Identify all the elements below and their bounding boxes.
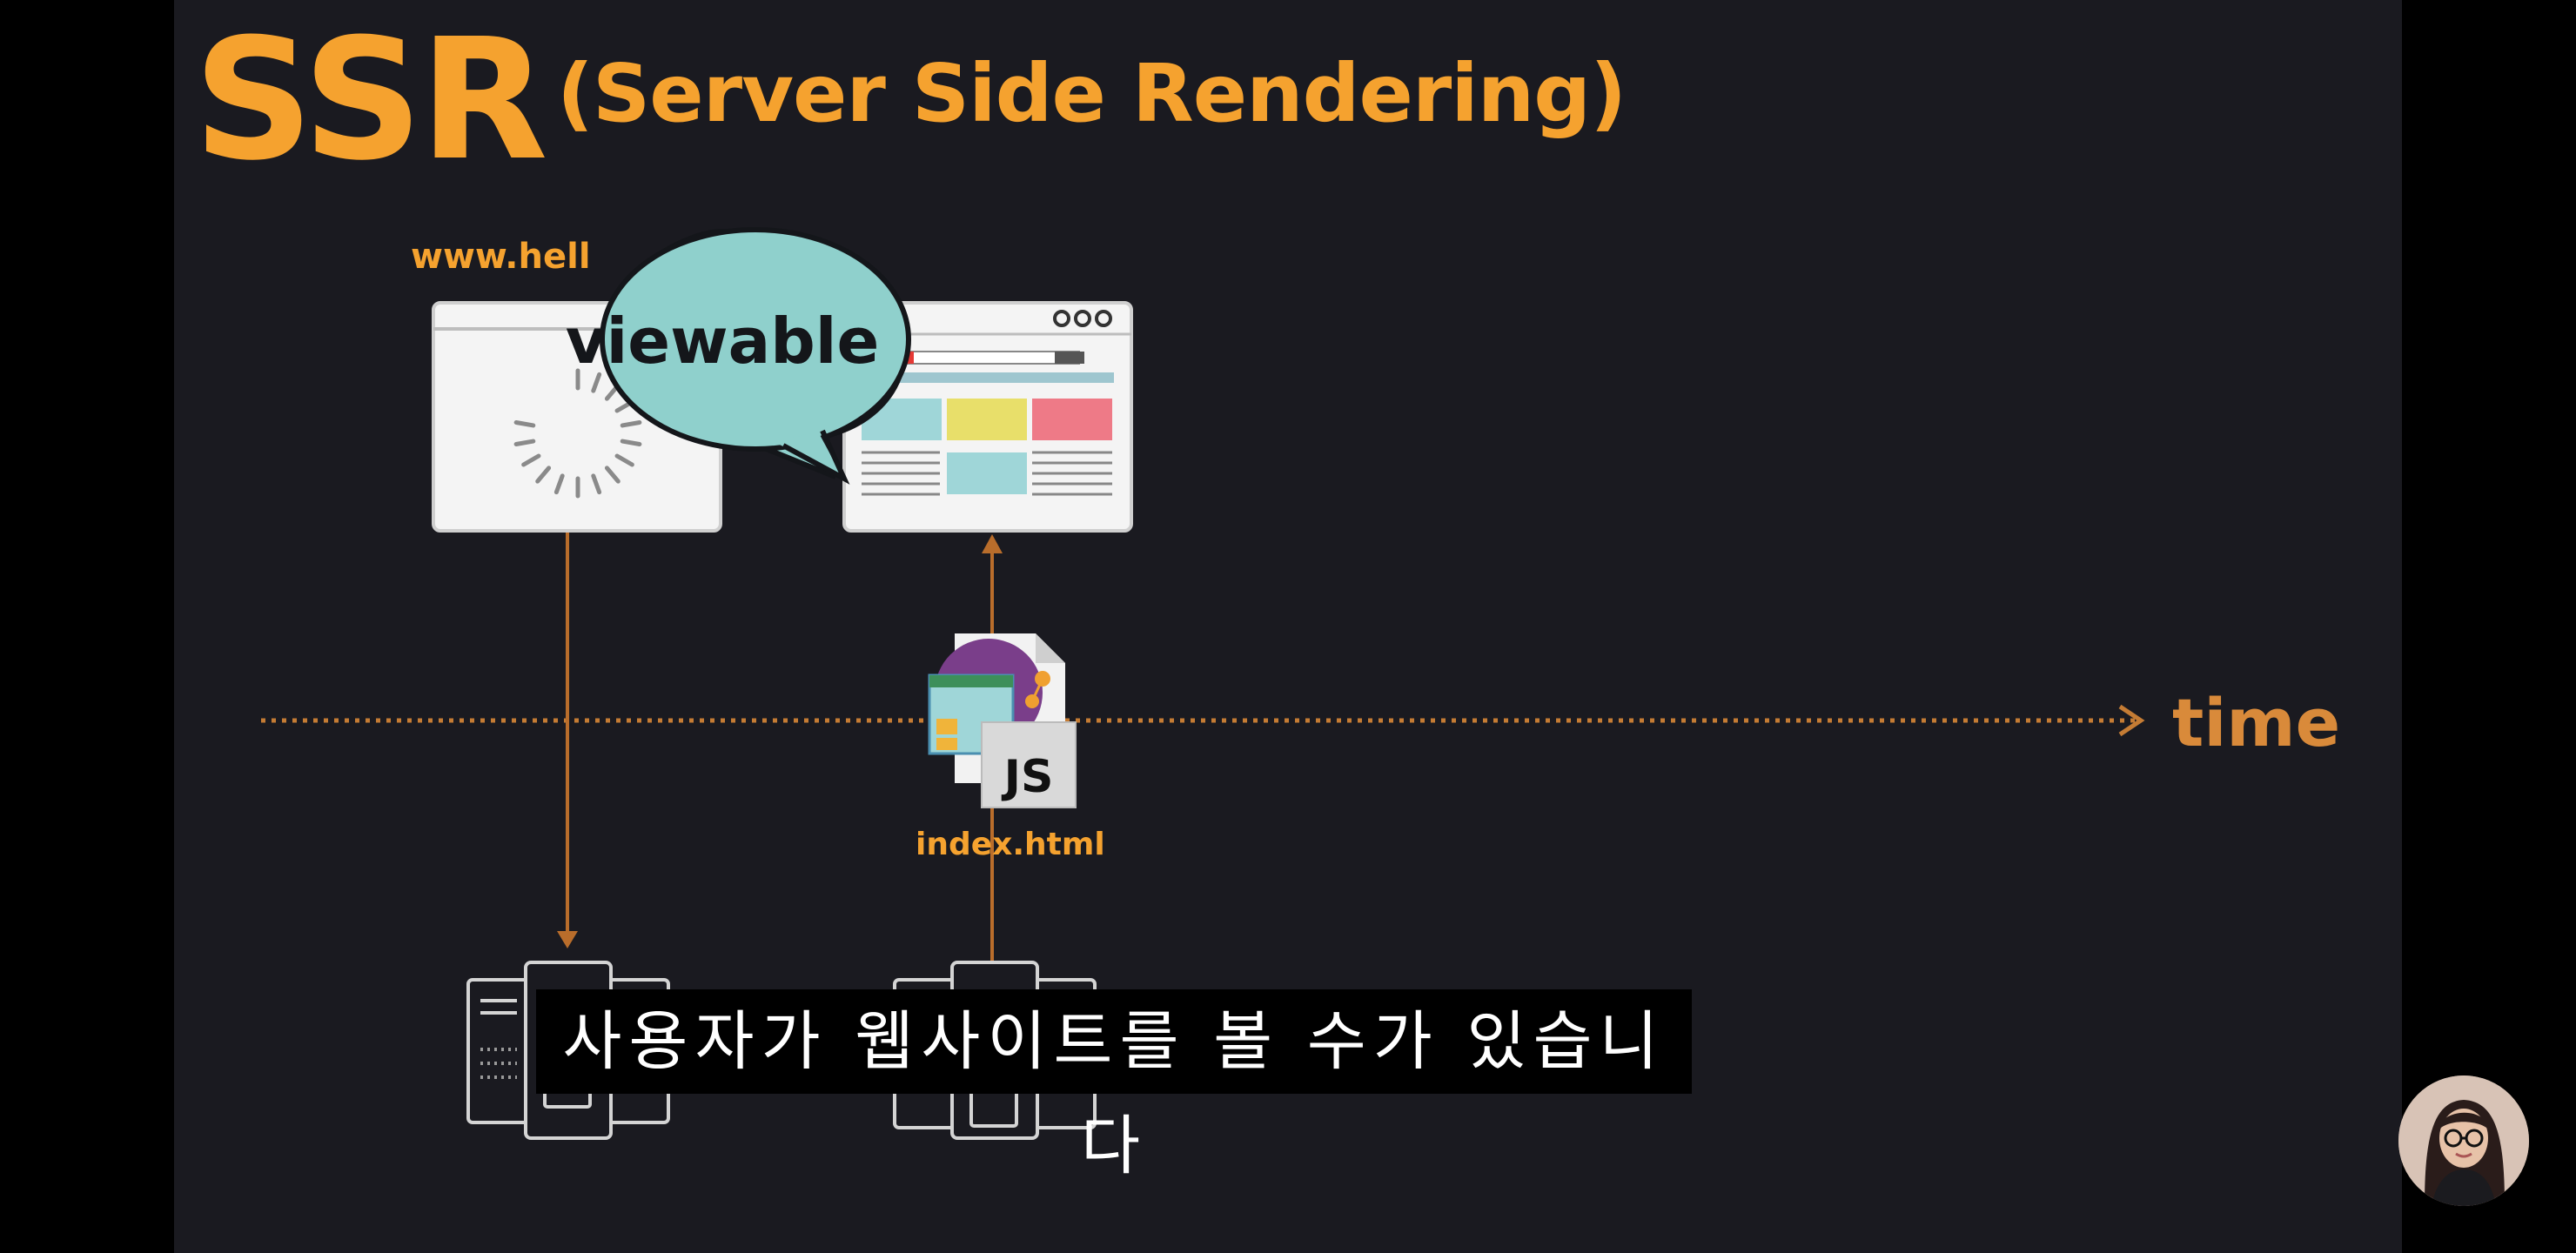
- speech-bubble-icon: [600, 227, 911, 485]
- diagram-graphics: JS: [261, 227, 2145, 1140]
- js-file-icon: JS: [928, 633, 1077, 808]
- file-name-label: index.html: [916, 827, 1105, 862]
- speech-bubble-text: viewable: [565, 305, 880, 378]
- timeline-arrowhead-icon: [2118, 704, 2145, 737]
- url-label: www.hell: [411, 237, 591, 277]
- response-arrowhead-icon: [982, 534, 1003, 553]
- timeline-label: time: [2172, 684, 2341, 761]
- request-arrowhead-icon: [557, 931, 578, 948]
- slide-title-ssr: SSR: [193, 3, 548, 198]
- js-badge-text: JS: [1002, 751, 1054, 803]
- video-subtitle: 사용자가 웹사이트를 볼 수가 있습니다: [536, 989, 1692, 1183]
- slide-title-subtitle: (Server Side Rendering): [557, 47, 1627, 140]
- presenter-avatar[interactable]: [2398, 1075, 2529, 1206]
- loading-spinner-icon: [513, 368, 642, 499]
